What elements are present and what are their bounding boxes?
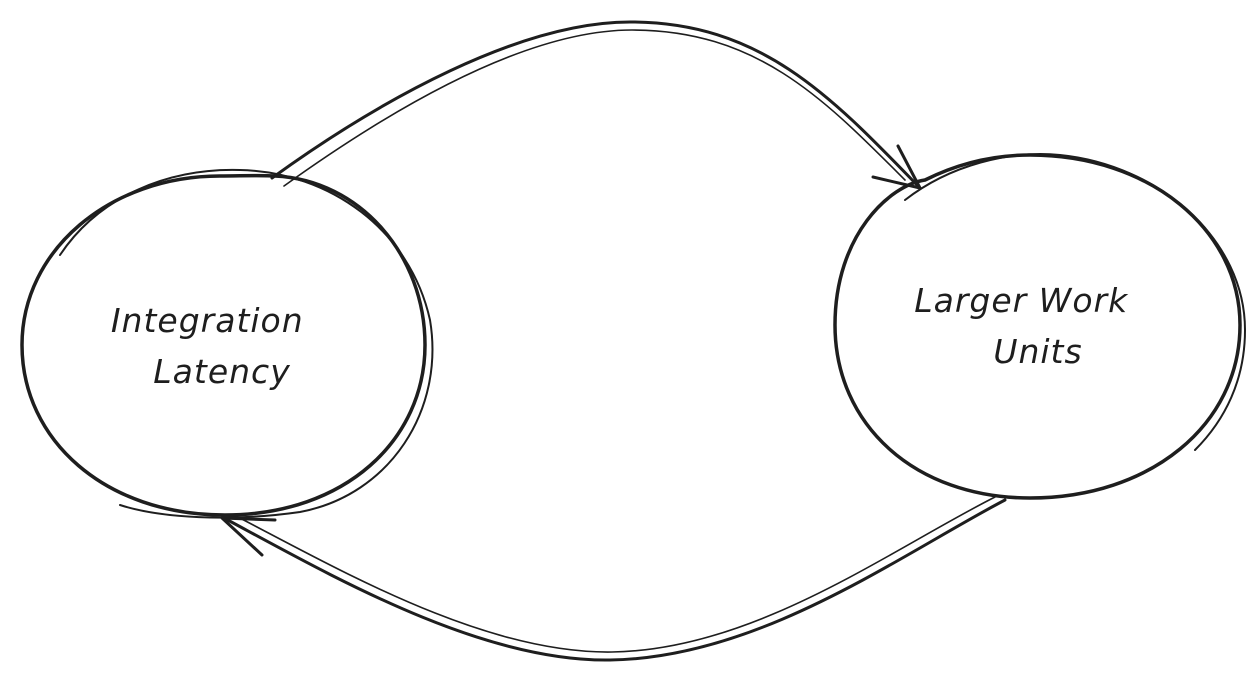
edge-work-units-to-latency-arrowhead [220,516,277,557]
edge-latency-to-work-units-arrowhead [871,144,922,190]
node-integration-latency-outline [20,173,427,517]
node-larger-work-units-sketch [904,153,1246,451]
edge-work-units-to-latency-line-sketch [235,496,996,653]
node-integration-latency-line-2: Latency [153,352,290,391]
edge-latency-to-work-units-line-sketch [283,29,906,187]
node-integration-latency-label: Integration Latency [111,301,315,391]
node-larger-work-units-line-2: Units [993,332,1082,371]
node-larger-work-units-line-1: Larger Work [914,281,1129,320]
node-integration-latency-line-1: Integration [111,301,304,340]
node-integration-latency[interactable]: Integration Latency [20,168,434,519]
node-larger-work-units-label: Larger Work Units [914,281,1139,371]
edge-work-units-to-latency-line [222,498,1007,662]
edge-latency-to-work-units-line [270,20,920,188]
edge-work-units-to-latency [220,496,1007,662]
node-larger-work-units[interactable]: Larger Work Units [833,153,1246,500]
edge-latency-to-work-units [270,20,922,190]
node-larger-work-units-outline [833,153,1242,500]
node-integration-latency-sketch [59,168,434,519]
